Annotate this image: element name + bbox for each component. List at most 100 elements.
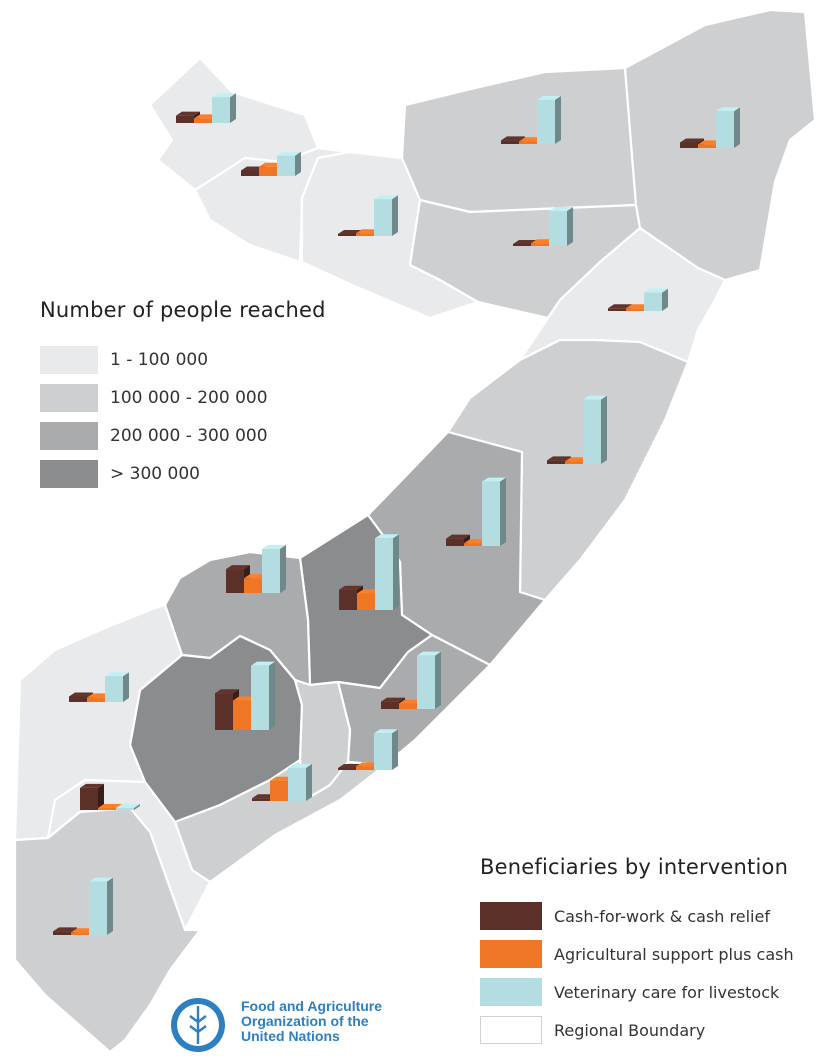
agricultural-support-bar-front bbox=[531, 243, 549, 246]
intervention-label: Veterinary care for livestock bbox=[554, 982, 780, 1002]
cash-for-work-bar-front bbox=[446, 538, 464, 546]
veterinary-care-bar-front bbox=[262, 548, 280, 593]
veterinary-care-bar-front bbox=[374, 199, 392, 236]
cash-for-work-bar-front bbox=[338, 234, 356, 236]
veterinary-care-bar-side bbox=[230, 93, 236, 123]
veterinary-care-bar-front bbox=[212, 97, 230, 123]
population-legend: Number of people reached 1 - 100 000 100… bbox=[40, 298, 360, 508]
agricultural-support-bar-top bbox=[98, 804, 122, 808]
bar-group-lower-shabelle bbox=[252, 763, 312, 801]
bar-group-woqooyi-galbeed bbox=[241, 151, 301, 176]
fao-name-line: Organization of the bbox=[241, 1013, 369, 1029]
bar-group-lower-juba bbox=[53, 877, 113, 935]
cash-for-work-bar-front bbox=[680, 142, 698, 148]
population-class-swatch bbox=[40, 384, 98, 412]
veterinary-care-bar-front bbox=[251, 665, 269, 730]
veterinary-care-bar-front bbox=[583, 399, 601, 464]
veterinary-care-bar-top bbox=[375, 534, 399, 539]
veterinary-care-bar-top bbox=[537, 95, 561, 100]
intervention-legend-item: Cash-for-work & cash relief bbox=[480, 902, 770, 930]
intervention-label: Agricultural support plus cash bbox=[554, 944, 794, 964]
bar-group-bari bbox=[680, 107, 740, 148]
agricultural-support-bar-front bbox=[233, 700, 251, 730]
cash-for-work-bar-top bbox=[513, 240, 537, 244]
veterinary-care-bar-side bbox=[393, 534, 399, 610]
veterinary-care-bar-top bbox=[212, 93, 236, 98]
cash-for-work-bar-top bbox=[338, 230, 362, 234]
fao-name: Food and Agriculture Organization of the… bbox=[241, 999, 382, 1044]
veterinary-care-bar-front bbox=[417, 655, 435, 709]
veterinary-care-bar bbox=[89, 877, 113, 935]
cash-for-work-bar-front bbox=[69, 696, 87, 702]
bar-group-sanaag bbox=[501, 95, 561, 144]
agricultural-support-bar-front bbox=[519, 141, 537, 144]
veterinary-care-bar-top bbox=[644, 288, 668, 293]
agricultural-support-bar-front bbox=[244, 578, 262, 593]
agricultural-support-bar-front bbox=[270, 780, 288, 801]
veterinary-care-bar bbox=[374, 729, 398, 770]
veterinary-care-bar-front bbox=[116, 808, 134, 810]
fao-logo: Food and Agriculture Organization of the… bbox=[172, 992, 402, 1056]
bar-group-gedo bbox=[69, 672, 129, 702]
bar-group-banadir bbox=[338, 729, 398, 770]
veterinary-care-bar-side bbox=[601, 395, 607, 464]
veterinary-care-bar-top bbox=[89, 877, 113, 882]
cash-for-work-bar-top bbox=[339, 585, 363, 590]
veterinary-care-bar-top bbox=[417, 651, 441, 656]
veterinary-care-bar-top bbox=[105, 672, 129, 677]
veterinary-care-bar bbox=[549, 207, 573, 246]
veterinary-care-bar-side bbox=[134, 804, 140, 810]
agricultural-support-bar-front bbox=[259, 166, 277, 176]
veterinary-care-bar bbox=[417, 651, 441, 709]
cash-for-work-bar-top bbox=[226, 565, 250, 570]
bar-group-nugaal bbox=[608, 288, 668, 311]
population-legend-item: 1 - 100 000 bbox=[40, 346, 208, 374]
population-class-label: > 300 000 bbox=[110, 464, 200, 484]
population-legend-item: > 300 000 bbox=[40, 460, 200, 488]
cash-for-work-bar-top bbox=[381, 697, 405, 702]
fao-name-line: United Nations bbox=[241, 1028, 340, 1044]
cash-for-work-bar-front bbox=[513, 244, 531, 246]
veterinary-care-bar-front bbox=[644, 292, 662, 311]
agricultural-support-bar-front bbox=[464, 543, 482, 546]
bar-group-middle-juba bbox=[80, 783, 140, 810]
bar-group-mudug bbox=[547, 395, 607, 464]
veterinary-care-bar bbox=[374, 195, 398, 236]
cash-for-work-bar-front bbox=[176, 115, 194, 123]
population-class-swatch bbox=[40, 346, 98, 374]
veterinary-care-bar-side bbox=[392, 729, 398, 770]
veterinary-care-bar-side bbox=[280, 544, 286, 593]
cash-for-work-bar-front bbox=[80, 787, 98, 810]
cash-for-work-bar-top bbox=[446, 534, 470, 539]
veterinary-care-bar-side bbox=[392, 195, 398, 236]
veterinary-care-bar-top bbox=[549, 207, 573, 212]
cash-for-work-bar-front bbox=[241, 170, 259, 176]
veterinary-care-bar-top bbox=[374, 729, 398, 734]
veterinary-care-bar-side bbox=[269, 661, 275, 730]
agricultural-support-bar-front bbox=[356, 766, 374, 770]
cash-for-work-bar-front bbox=[339, 589, 357, 610]
veterinary-care-bar bbox=[644, 288, 668, 311]
intervention-legend: Beneficiaries by intervention Cash-for-w… bbox=[480, 855, 819, 1055]
cash-for-work-swatch bbox=[480, 902, 542, 930]
veterinary-care-bar bbox=[537, 95, 561, 144]
agricultural-support-bar-front bbox=[87, 697, 105, 702]
fao-emblem bbox=[171, 998, 225, 1052]
veterinary-care-bar-front bbox=[375, 538, 393, 610]
bar-group-bay bbox=[215, 661, 275, 730]
population-legend-item: 200 000 - 300 000 bbox=[40, 422, 268, 450]
veterinary-care-bar-side bbox=[567, 207, 573, 246]
cash-for-work-bar-front bbox=[338, 768, 356, 770]
intervention-label: Regional Boundary bbox=[554, 1020, 706, 1040]
cash-for-work-bar-top bbox=[680, 138, 704, 143]
wheat-icon bbox=[189, 1006, 207, 1044]
veterinary-care-bar bbox=[116, 804, 140, 810]
intervention-legend-item: Veterinary care for livestock bbox=[480, 978, 779, 1006]
veterinary-care-bar-front bbox=[89, 881, 107, 935]
veterinary-care-bar bbox=[716, 107, 740, 148]
cash-for-work-bar-front bbox=[53, 931, 71, 935]
bar-group-togdheer bbox=[338, 195, 398, 236]
cash-for-work-bar-top bbox=[69, 692, 93, 697]
veterinary-care-bar-front bbox=[482, 481, 500, 546]
veterinary-care-bar-side bbox=[123, 672, 129, 702]
